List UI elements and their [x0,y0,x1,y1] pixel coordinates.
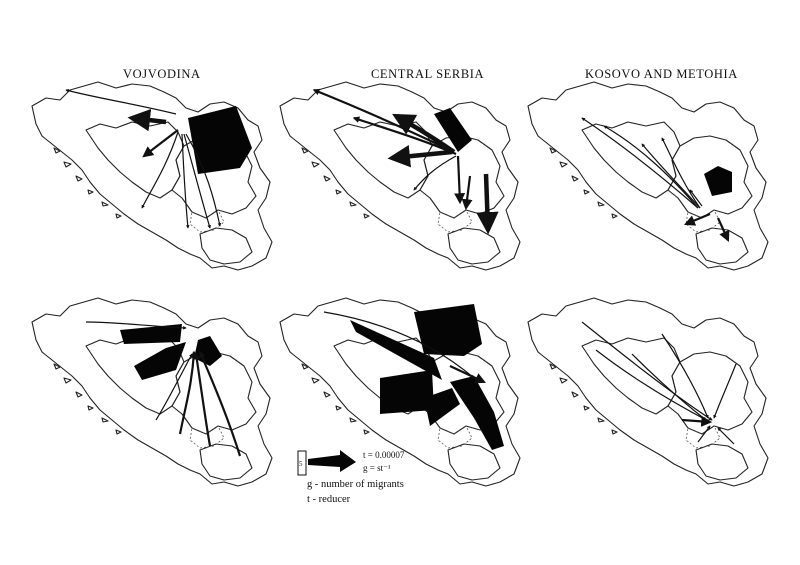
flow-band [414,304,482,356]
legend-t-definition: t - reducer [307,494,351,505]
flow-band [380,370,434,414]
region-blob [188,106,252,174]
legend: 5 t = 0.00007 g = st⁻¹ g - number of mig… [297,450,405,505]
flow-band [134,342,186,380]
map-central-serbia-top [279,81,521,271]
map-vojvodina-top [31,81,273,271]
flow-band [450,376,504,450]
legend-scale-box [297,450,307,476]
legend-t-value: t = 0.00007 [363,450,405,460]
legend-arrow-icon [308,450,356,472]
flow-band [350,320,442,380]
legend-scale-mark: 5 [299,460,303,468]
panel-title-vojvodina: VOJVODINA [123,67,201,81]
map-kosovo-bottom [527,297,769,487]
flow-band [194,336,222,366]
flow-band [120,324,182,344]
map-vojvodina-bottom [31,297,273,487]
region-blob [434,108,472,152]
legend-g-definition: g - number of migrants [307,479,404,490]
panel-title-central-serbia: CENTRAL SERBIA [371,67,484,81]
flow-band [424,388,460,426]
panel-title-kosovo-metohia: KOSOVO AND METOHIA [585,67,738,81]
legend-g-formula: g = st⁻¹ [363,463,391,473]
map-kosovo-top [527,81,769,271]
map-central-serbia-bottom [279,297,521,487]
region-blob [704,166,732,196]
